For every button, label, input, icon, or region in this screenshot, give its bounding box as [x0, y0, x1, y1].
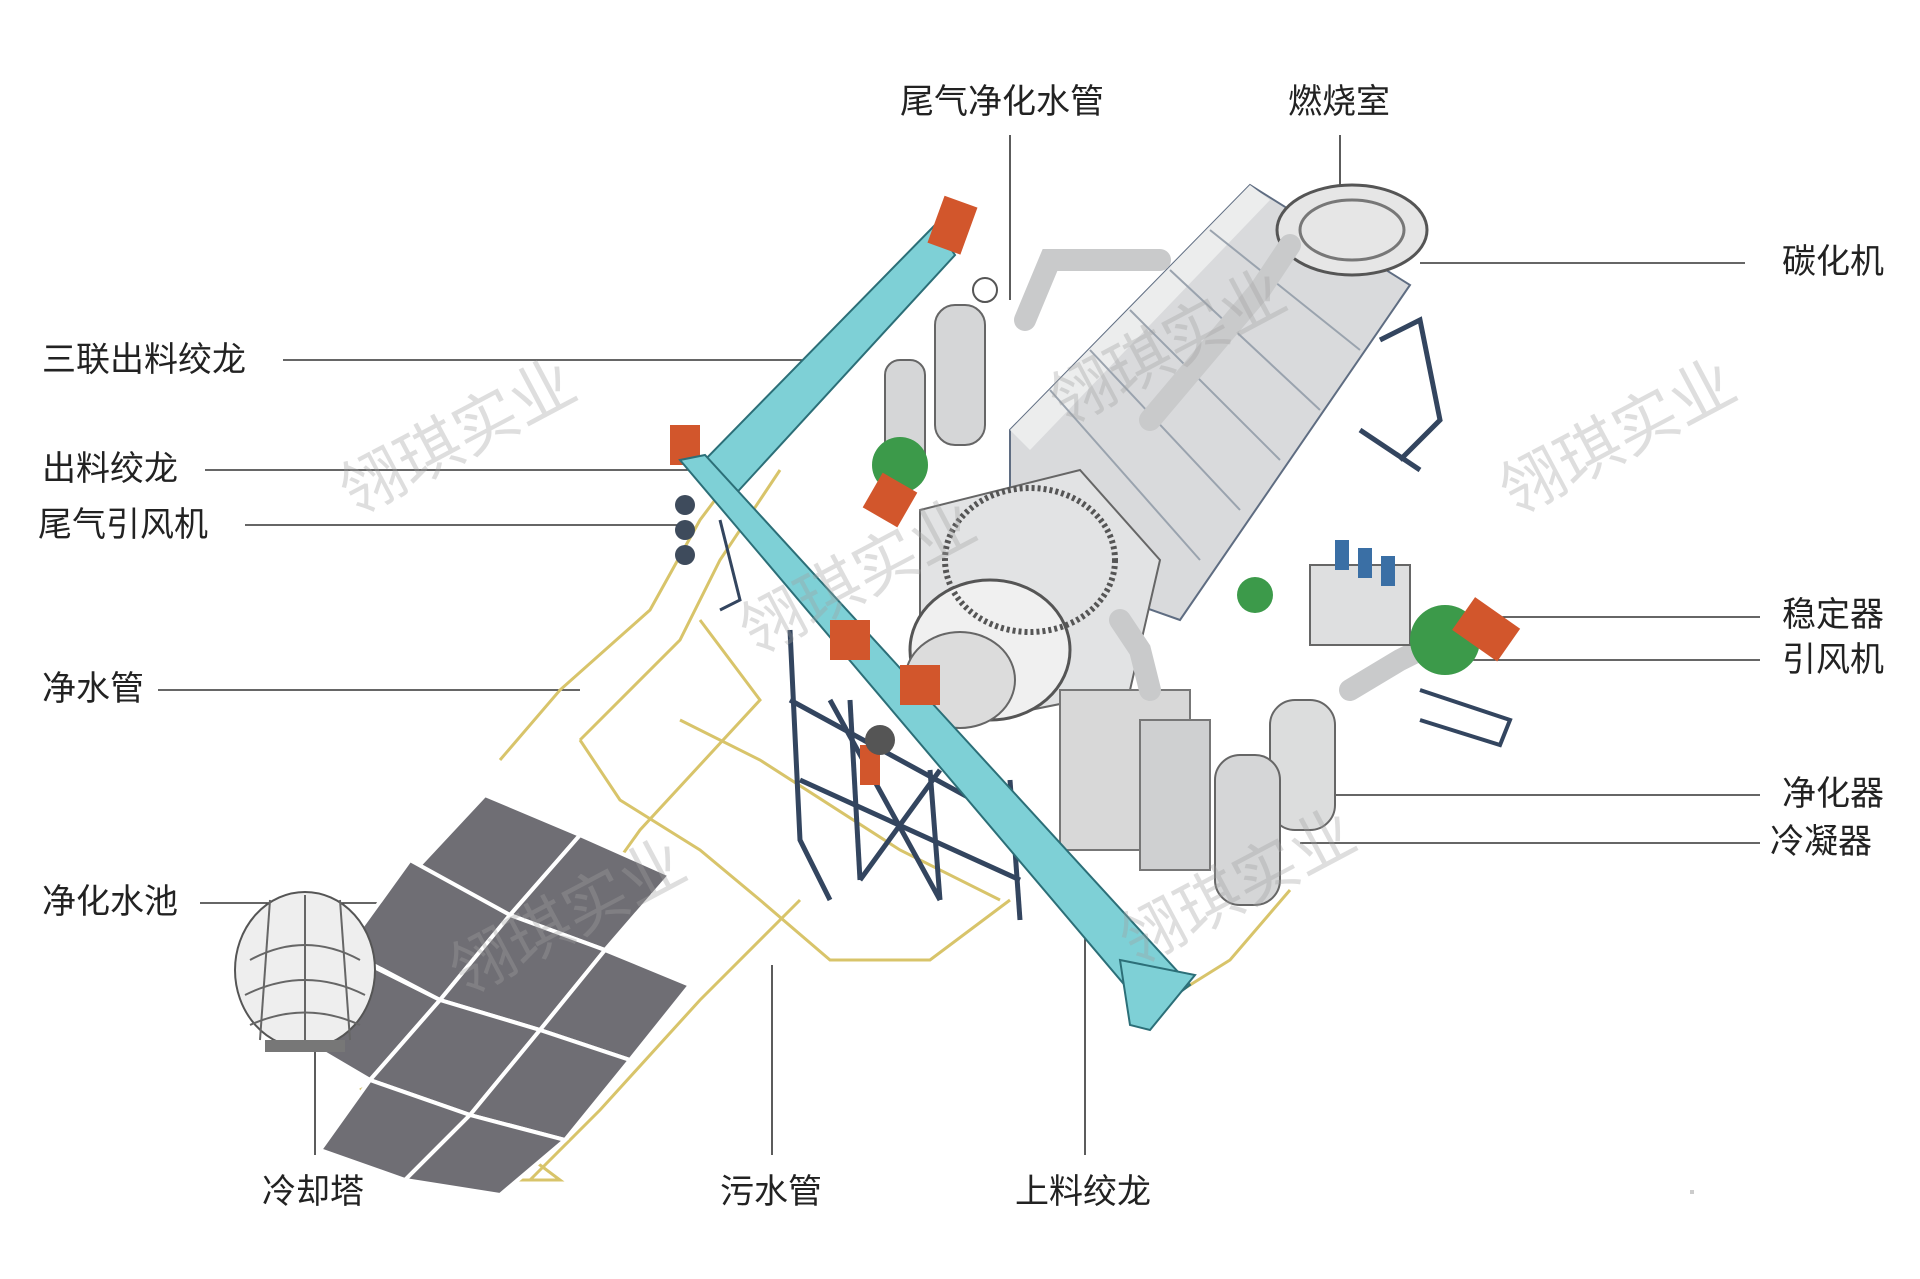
label-clean-water-pipe: 净水管 [42, 669, 144, 709]
label-stabilizer: 稳定器 [1782, 595, 1884, 635]
label-cooling-tower: 冷却塔 [262, 1172, 364, 1212]
purify-pool-grid [282, 792, 694, 1198]
label-exhaust-purify-pipe: 尾气净化水管 [900, 82, 1104, 122]
label-purifier: 净化器 [1782, 774, 1884, 814]
corner-mark [1690, 1190, 1694, 1194]
label-condenser: 冷凝器 [1770, 822, 1872, 862]
label-induced-fan: 引风机 [1782, 640, 1884, 680]
cooling-tower [234, 891, 376, 1052]
triple-discharge-auger [670, 195, 978, 612]
leader-lines [158, 135, 1760, 1155]
purifier-condenser [1214, 540, 1411, 906]
label-triple-discharge-auger: 三联出料绞龙 [42, 340, 246, 380]
label-combustion-chamber: 燃烧室 [1288, 82, 1390, 122]
label-exhaust-fan: 尾气引风机 [38, 505, 208, 545]
label-sewage-pipe: 污水管 [720, 1172, 822, 1212]
steel-frame [787, 316, 1443, 921]
combustion-drum [904, 468, 1211, 871]
label-discharge-auger: 出料绞龙 [42, 449, 178, 489]
fans [862, 437, 1521, 748]
label-feed-auger: 上料绞龙 [1015, 1172, 1151, 1212]
label-purify-pool: 净化水池 [42, 882, 178, 922]
label-carbonizer: 碳化机 [1782, 242, 1884, 282]
pool-cell-10 [400, 1112, 570, 1198]
feed-auger [678, 453, 1197, 1032]
